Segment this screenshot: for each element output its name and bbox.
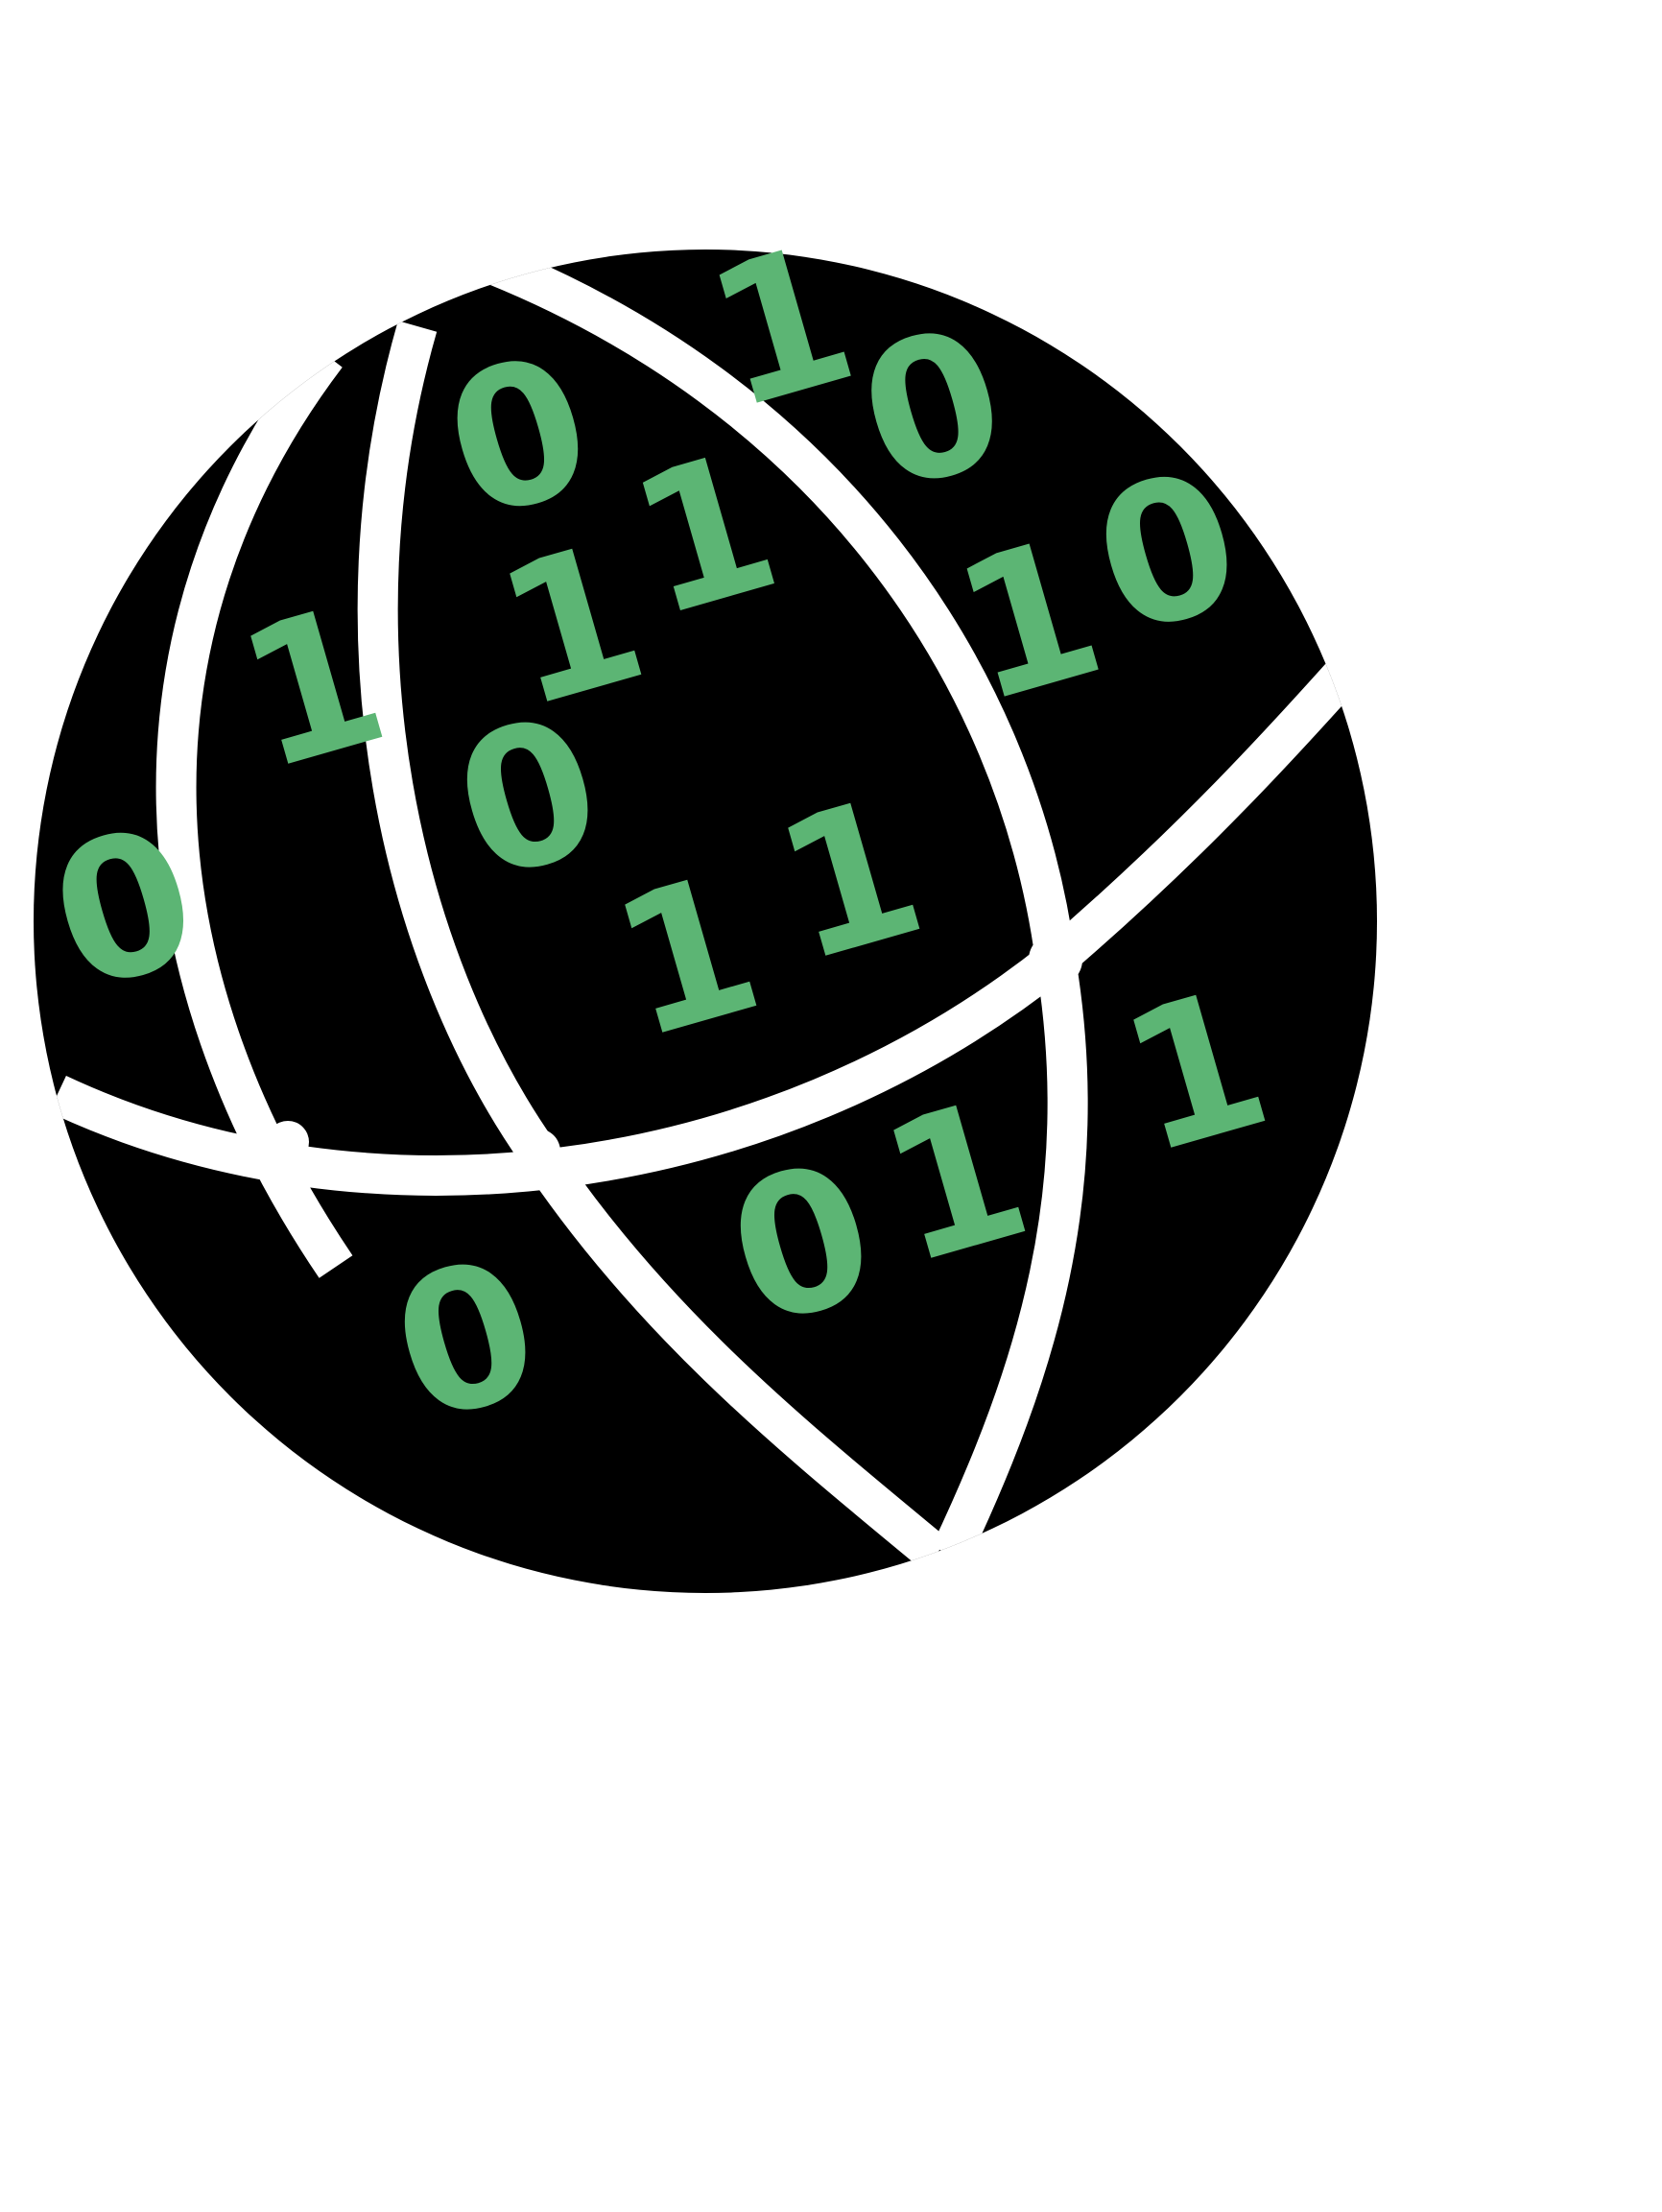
line-gaps <box>267 933 1082 1175</box>
arc-top-diagonal <box>472 250 1088 1563</box>
arc-left-meridian <box>155 343 353 1278</box>
arc-equator <box>49 639 1377 1196</box>
arc-inner-meridian <box>357 321 949 1571</box>
globe-lines <box>49 250 1377 1571</box>
